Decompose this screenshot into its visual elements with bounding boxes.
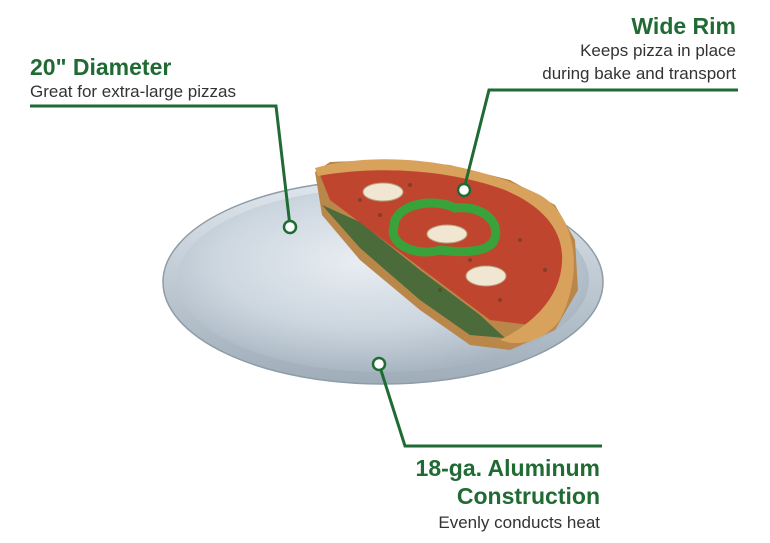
callout-line-diameter [30,104,292,227]
rim-subtitle-line-2: during bake and transport [542,64,736,83]
material-title-line-2: Construction [456,483,600,509]
diameter-subtitle: Great for extra-large pizzas [30,82,236,101]
material-title-line-1: 18-ga. Aluminum [415,455,600,481]
callout-line-material [377,363,602,448]
callout-dot-material [371,356,387,372]
pizza-slice-image [315,159,578,350]
rim-title: Wide Rim [631,13,736,39]
callout-dot-rim [456,182,472,198]
diameter-title: 20" Diameter [30,54,172,80]
callout-line-rim [462,88,738,190]
rim-subtitle-line-1: Keeps pizza in place [580,41,736,60]
callout-dot-diameter [282,219,298,235]
material-subtitle: Evenly conducts heat [438,513,600,532]
